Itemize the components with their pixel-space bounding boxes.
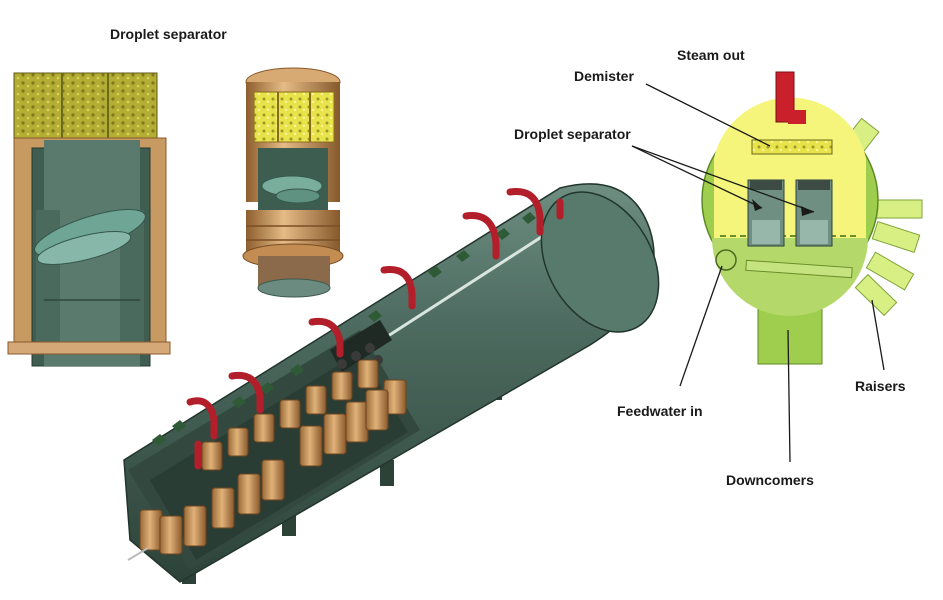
droplet-separator-top-label: Droplet separator: [110, 26, 227, 42]
droplet-separator-cylinder: [242, 67, 344, 298]
droplet-separator-section-view: [7, 72, 171, 367]
feedwater-in-label: Feedwater in: [617, 403, 703, 419]
steam-drum: [123, 183, 660, 584]
leader-lines: [631, 83, 885, 463]
steam-out-label: Steam out: [677, 47, 745, 63]
demister-label: Demister: [574, 68, 634, 84]
drum-cross-section: [701, 71, 923, 365]
downcomers-label: Downcomers: [726, 472, 814, 488]
droplet-separator-section-label: Droplet separator: [514, 126, 631, 142]
raisers-label: Raisers: [855, 378, 906, 394]
